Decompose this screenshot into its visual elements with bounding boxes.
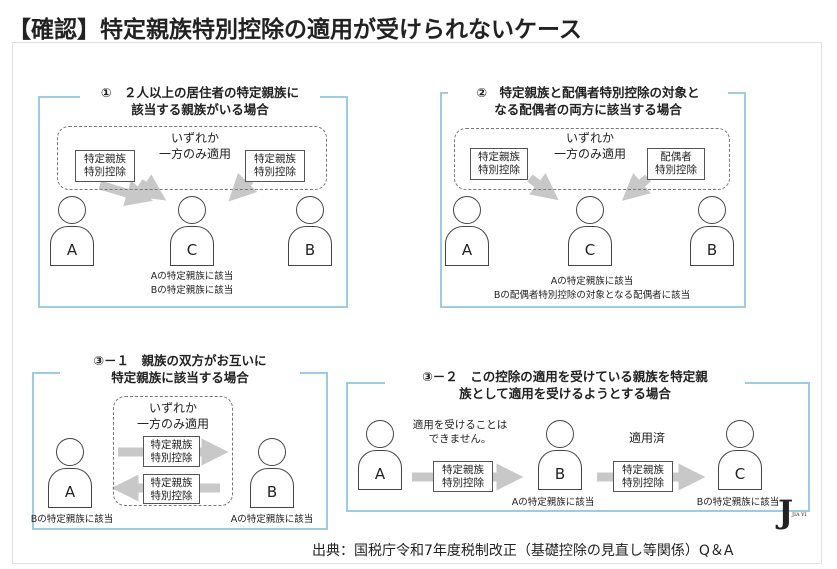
caption: Aの特定親族に該当 bbox=[150, 271, 234, 282]
person-c: C bbox=[568, 196, 612, 266]
tokutei-box: 特定親族特別控除 bbox=[470, 148, 528, 180]
person-a: A bbox=[48, 438, 92, 508]
cannot-apply-label: 適用を受けることはできません。 bbox=[412, 419, 508, 445]
panel-1-title: ① ２人以上の居住者の特定親族に該当する親族がいる場合 bbox=[80, 84, 320, 118]
applied-label: 適用済 bbox=[628, 431, 665, 445]
person-b: B bbox=[538, 420, 582, 490]
person-c: C bbox=[718, 420, 762, 490]
logo: J JIA YI bbox=[778, 493, 807, 531]
either-group bbox=[57, 126, 327, 190]
either-label: いずれか一方のみ適用 bbox=[136, 401, 209, 431]
person-b: B bbox=[690, 196, 734, 266]
title-line: ① ２人以上の居住者の特定親族に bbox=[100, 85, 300, 100]
person-c: C bbox=[170, 196, 214, 266]
caption: Bの特定親族に該当 bbox=[696, 497, 780, 508]
panel-2-title: ② 特定親族と配偶者特別控除の対象となる配偶者の両方に該当する場合 bbox=[448, 84, 728, 118]
tokutei-box: 特定親族特別控除 bbox=[245, 150, 305, 182]
haigusha-box: 配偶者特別控除 bbox=[647, 148, 705, 180]
caption: Aの特定親族に該当 bbox=[511, 497, 595, 508]
source-citation: 出典：国税庁令和7年度税制改正（基礎控除の見直し等関係）Q＆A bbox=[312, 543, 734, 559]
panel-3-1-title: ③－１ 親族の双方がお互いに特定親族に該当する場合 bbox=[60, 352, 300, 386]
either-group bbox=[113, 396, 233, 506]
either-label: いずれか一方のみ適用 bbox=[553, 131, 626, 161]
tokutei-box: 特定親族特別控除 bbox=[143, 474, 200, 504]
caption: Bの特定親族に該当 bbox=[150, 285, 234, 296]
arrow bbox=[136, 174, 167, 201]
tokutei-box: 特定親族特別控除 bbox=[143, 436, 200, 467]
panel-3-2-title: ③－２ この控除の適用を受けている親族を特定親族として適用を受けるようとする場合 bbox=[385, 368, 745, 402]
caption: Bの特定親族に該当 bbox=[30, 514, 114, 525]
arrow bbox=[228, 172, 258, 202]
tokutei-box: 特定親族特別控除 bbox=[613, 461, 673, 492]
person-b: B bbox=[250, 438, 294, 508]
title-line: 該当する親族がいる場合 bbox=[131, 102, 269, 117]
either-group bbox=[454, 128, 730, 190]
tokutei-box: 特定親族特別控除 bbox=[75, 150, 135, 182]
content-frame bbox=[12, 42, 822, 564]
caption: Aの特定親族に該当 bbox=[550, 276, 634, 287]
person-a: A bbox=[358, 420, 402, 490]
person-a: A bbox=[445, 196, 489, 266]
caption: Bの配偶者特別控除の対象となる配偶者に該当 bbox=[493, 290, 691, 301]
either-label: いずれか一方のみ適用 bbox=[158, 131, 231, 161]
person-b: B bbox=[288, 196, 332, 266]
page-title: 【確認】特定親族特別控除の適用が受けられないケース bbox=[8, 17, 582, 43]
arrow bbox=[98, 180, 153, 207]
tokutei-box: 特定親族特別控除 bbox=[433, 461, 493, 492]
person-a: A bbox=[50, 196, 94, 266]
caption: Aの特定親族に該当 bbox=[230, 514, 314, 525]
